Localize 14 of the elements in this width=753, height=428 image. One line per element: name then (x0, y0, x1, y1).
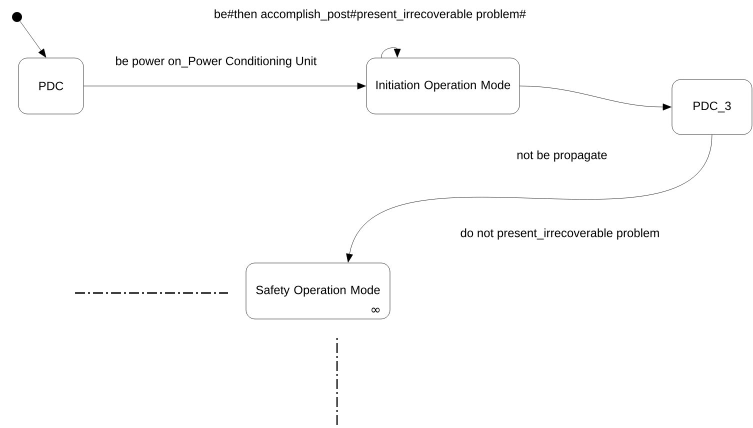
arrow (520, 86, 672, 110)
infinity-symbol: ∞ (372, 308, 380, 313)
state-box: PDC_3 (672, 79, 752, 135)
arrow (20, 21, 46, 58)
state-box: PDC (18, 58, 84, 114)
edge-label: be power on_Power Conditioning Unit (114, 55, 318, 69)
arrow (84, 82, 366, 90)
edge-label: not be propagate (516, 149, 608, 163)
edge-label: do not present_irrecoverable problem (459, 227, 661, 241)
arrow (381, 47, 401, 58)
initial-state-dot (12, 12, 22, 22)
edge-label: be#then accomplish_post#present_irrecoverable problem# (212, 8, 528, 22)
arrow (346, 134, 712, 262)
state-box: Initiation Operation Mode (366, 58, 520, 114)
